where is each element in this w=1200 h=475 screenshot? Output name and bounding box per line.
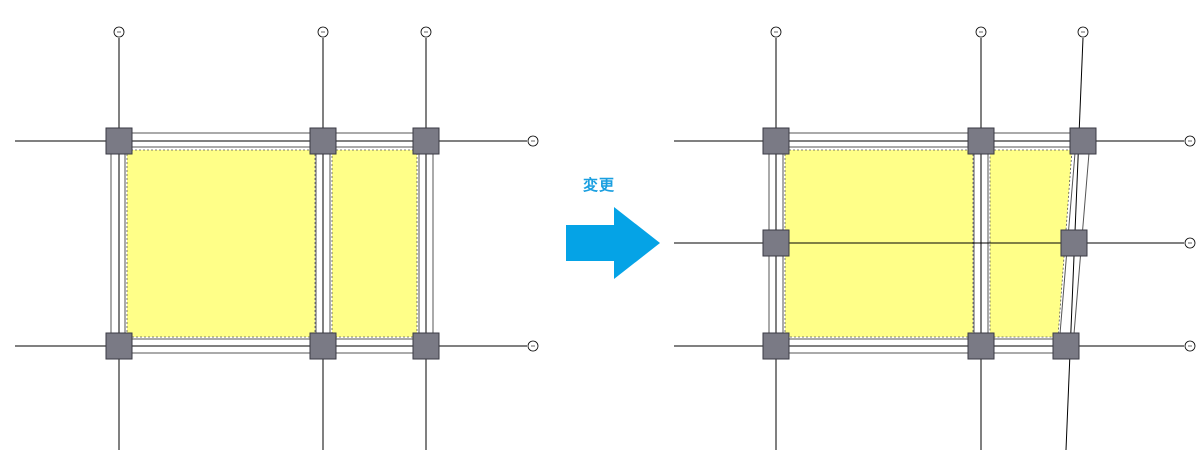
column [762, 332, 790, 360]
before-plan [15, 26, 539, 450]
slab-right-panel [331, 149, 418, 338]
column [309, 127, 337, 155]
column [762, 229, 790, 257]
beams [110, 132, 434, 354]
grid-axes [15, 38, 527, 450]
column [105, 332, 133, 360]
column [1052, 332, 1080, 360]
column [967, 332, 995, 360]
column [762, 127, 790, 155]
columns [105, 127, 440, 360]
column [412, 332, 440, 360]
column [1069, 127, 1097, 155]
column [1060, 229, 1088, 257]
axis-marker-glyphs [117, 31, 535, 347]
column [412, 127, 440, 155]
column [309, 332, 337, 360]
change-label: 変更 [583, 176, 616, 194]
after-plan [674, 26, 1196, 451]
axis-marker-glyphs [774, 31, 1192, 347]
beams [768, 132, 1091, 354]
change-arrow-icon [566, 207, 660, 279]
columns [762, 127, 1097, 360]
slab-left-panel [126, 149, 316, 338]
column [105, 127, 133, 155]
column [967, 127, 995, 155]
